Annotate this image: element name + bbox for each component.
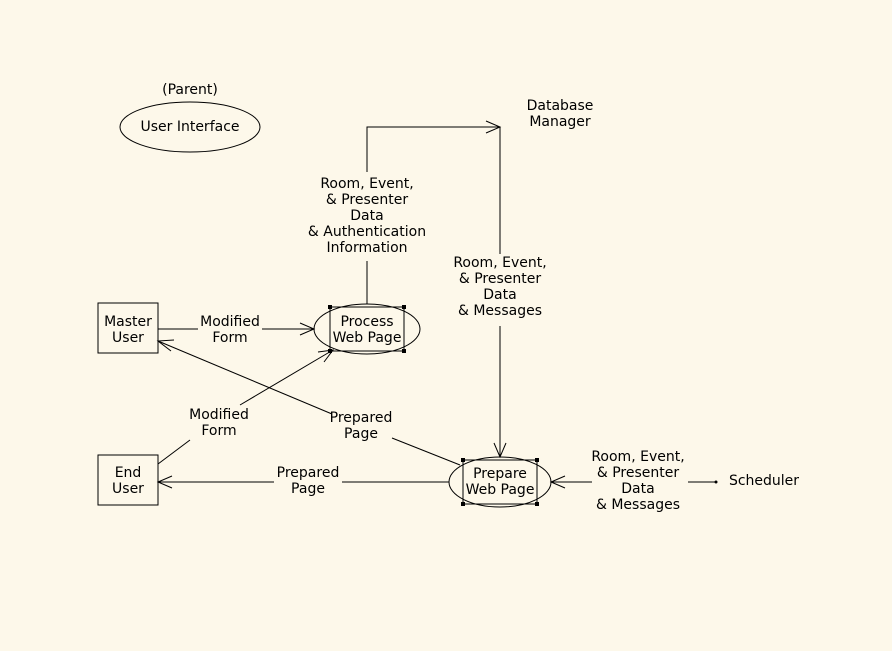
process-web-page-inner	[329, 306, 405, 352]
edge-prepare-to-master	[391, 437, 461, 466]
parent-label: (Parent)	[162, 82, 218, 98]
edge-end-to-process	[157, 439, 191, 465]
scheduler-label: Scheduler	[728, 473, 800, 489]
end-user-box	[97, 454, 159, 506]
user-interface-ellipse	[119, 101, 261, 153]
master-user-box	[97, 302, 159, 354]
prepare-web-page-inner	[462, 459, 538, 505]
user-interface-label: User Interface	[140, 119, 240, 135]
